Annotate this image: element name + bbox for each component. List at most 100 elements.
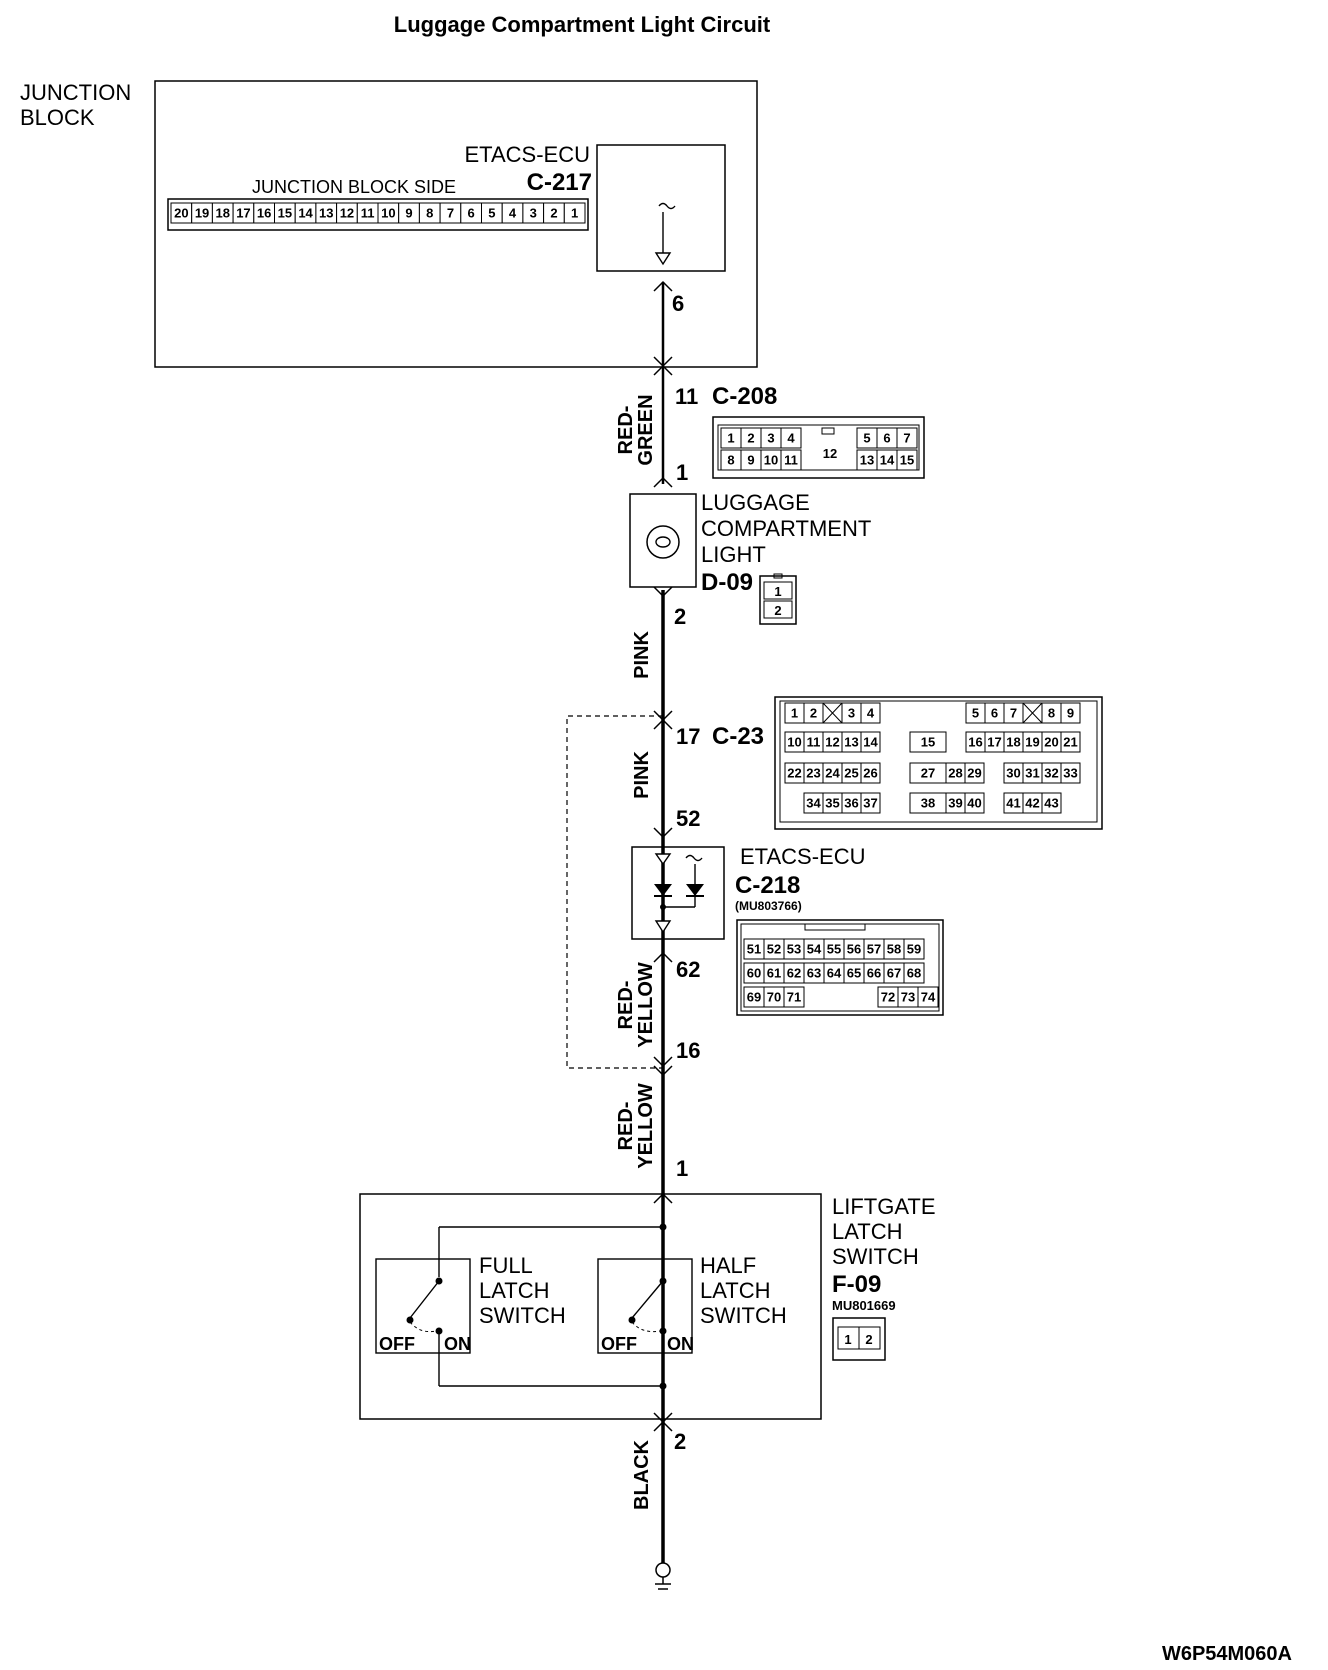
full-latch-label-1: FULL [479, 1253, 533, 1278]
c208-pin-2: 2 [747, 431, 754, 446]
liftgate-pin-out: 2 [674, 1429, 686, 1454]
light-label-1: LUGGAGE [701, 490, 810, 515]
c23-pin-23: 23 [806, 766, 820, 781]
c208-pin-8: 8 [727, 453, 734, 468]
c23-pin-21-cell [1060, 731, 1081, 753]
c218-pin-71-cell [783, 986, 805, 1008]
luggage-compartment-light: LUGGAGE COMPARTMENT LIGHT D-09 2 1 2 [629, 490, 871, 629]
c218-pin-56: 56 [847, 942, 861, 957]
c218-pin-59-cell [903, 938, 925, 960]
liftgate-connector: F-09 [832, 1271, 881, 1298]
liftgate-label-3: SWITCH [832, 1244, 919, 1269]
c23-pin-9-cell [1060, 702, 1081, 724]
jb-pin-18: 18 [216, 206, 230, 221]
liftgate-pin-in: 1 [676, 1156, 688, 1181]
f09-pin-2: 2 [865, 1332, 872, 1347]
c23-pin-6: 6 [991, 706, 998, 721]
f09-pin-1: 1 [844, 1332, 851, 1347]
c218-pin-68-cell [903, 962, 925, 984]
c208-pin-6: 6 [883, 431, 890, 446]
c23-pin-40: 40 [967, 796, 981, 811]
liftgate-part: MU801669 [832, 1298, 896, 1313]
c218-pin-52: 52 [767, 942, 781, 957]
etacs-ecu-top: ETACS-ECU C-217 6 [465, 142, 726, 316]
c208-pin-5: 5 [863, 431, 870, 446]
c23-pin-25: 25 [844, 766, 858, 781]
jb-pin-17: 17 [236, 206, 250, 221]
jb-pin-7: 7 [447, 206, 454, 221]
main-wire [653, 280, 673, 1564]
etacs-top-connector: C-217 [527, 169, 592, 196]
c218-pin-57: 57 [867, 942, 881, 957]
liftgate-label-2: LATCH [832, 1219, 903, 1244]
half-latch-label-2: LATCH [700, 1278, 771, 1303]
c208-pin-7: 7 [903, 431, 910, 446]
c23-pin-33: 33 [1063, 766, 1077, 781]
jb-pin-16: 16 [257, 206, 271, 221]
jb-pin-1: 1 [571, 206, 578, 221]
c23-pin-7: 7 [1010, 706, 1017, 721]
c23-pin-5: 5 [972, 706, 979, 721]
wire-red-yellow-a2: YELLOW [635, 962, 657, 1048]
c218-pin-63: 63 [807, 966, 821, 981]
c208-name: C-208 [712, 383, 777, 410]
jb-pin-9: 9 [405, 206, 412, 221]
d09-pin-1: 1 [774, 584, 781, 599]
c23-pin-35: 35 [825, 796, 839, 811]
c23-pin-10: 10 [787, 735, 801, 750]
c208-pin-12: 12 [823, 446, 837, 461]
c23-pin-9: 9 [1067, 706, 1074, 721]
jb-pin-2: 2 [550, 206, 557, 221]
c23-pin-42: 42 [1025, 796, 1039, 811]
c23-pin-41: 41 [1006, 796, 1020, 811]
wire-red-yellow-b2: YELLOW [635, 1083, 657, 1169]
jb-pin-14: 14 [298, 206, 313, 221]
c23-pin: 17 [676, 724, 700, 749]
etacs-bottom-name: ETACS-ECU [740, 844, 866, 869]
c208-pin-7-cell [896, 427, 918, 449]
liftgate-label-1: LIFTGATE [832, 1194, 936, 1219]
c23-pin-39: 39 [948, 796, 962, 811]
wire-black: BLACK [631, 1439, 653, 1510]
c23-pin-24: 24 [825, 766, 840, 781]
c218-pin-67: 67 [887, 966, 901, 981]
full-latch-label-3: SWITCH [479, 1303, 566, 1328]
c23-pin-22: 22 [787, 766, 801, 781]
jb-pin-8: 8 [426, 206, 433, 221]
c23-pin-18: 18 [1006, 735, 1020, 750]
c23-pin-30: 30 [1006, 766, 1020, 781]
c23-pin-14: 14 [863, 735, 878, 750]
c208-pin-11-cell [780, 449, 802, 471]
c23-name: C-23 [712, 723, 764, 750]
c23-pin-31: 31 [1025, 766, 1039, 781]
wire-pink-1: PINK [631, 631, 653, 679]
c23-pin-3: 3 [848, 706, 855, 721]
c23-pin-33-cell [1060, 762, 1081, 784]
c23-pin-21: 21 [1063, 735, 1077, 750]
c218-pin-64: 64 [827, 966, 842, 981]
c208-pin-out: 1 [676, 460, 688, 485]
wire-red-yellow-a1: RED- [615, 981, 637, 1030]
jb-pin-1-cell [563, 202, 586, 224]
ground-icon [655, 1562, 671, 1590]
c23-pin-13: 13 [844, 735, 858, 750]
c23-pin-16: 16 [968, 735, 982, 750]
c23-pin-15-cell [909, 731, 947, 753]
c23-pin-40-cell [964, 792, 985, 814]
full-latch-on: ON [444, 1334, 471, 1354]
c218-pin-60: 60 [747, 966, 761, 981]
c218-pin-68: 68 [907, 966, 921, 981]
c218-pin-74-cell [917, 986, 939, 1008]
c208-pin-15-cell [896, 449, 918, 471]
jb-pin-6: 6 [468, 206, 475, 221]
c218-pin-58: 58 [887, 942, 901, 957]
half-latch-label-3: SWITCH [700, 1303, 787, 1328]
light-connector: D-09 [701, 569, 753, 596]
jb-pin-15: 15 [278, 206, 292, 221]
c218-pin-70: 70 [767, 990, 781, 1005]
c23-pin-36: 36 [844, 796, 858, 811]
c23-pin-37-cell [860, 792, 881, 814]
c218-pin-71: 71 [787, 990, 801, 1005]
